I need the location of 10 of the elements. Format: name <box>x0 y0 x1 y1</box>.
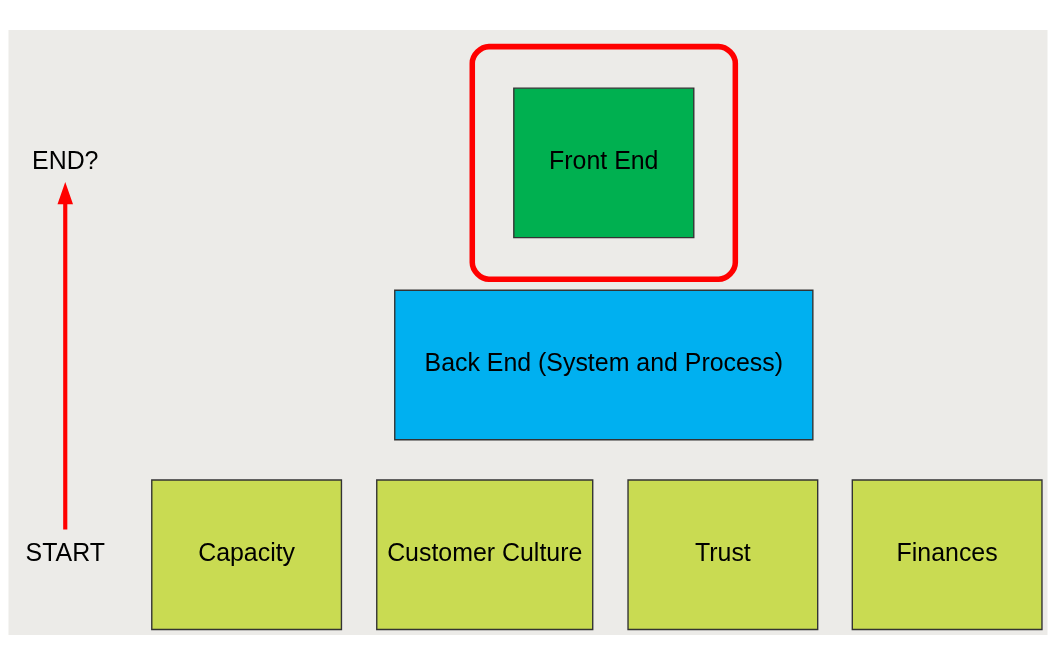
node-box: Front End <box>513 87 695 239</box>
node-box: Back End (System and Process) <box>394 289 814 441</box>
arrow <box>57 181 74 530</box>
node-box: Capacity <box>151 479 343 631</box>
cluster <box>469 43 739 282</box>
node-box: Trust <box>627 479 819 631</box>
node-text: START <box>25 537 105 566</box>
node-box: Customer Culture <box>376 479 594 631</box>
node-text: END? <box>32 146 99 174</box>
node-box: Finances <box>851 479 1043 631</box>
